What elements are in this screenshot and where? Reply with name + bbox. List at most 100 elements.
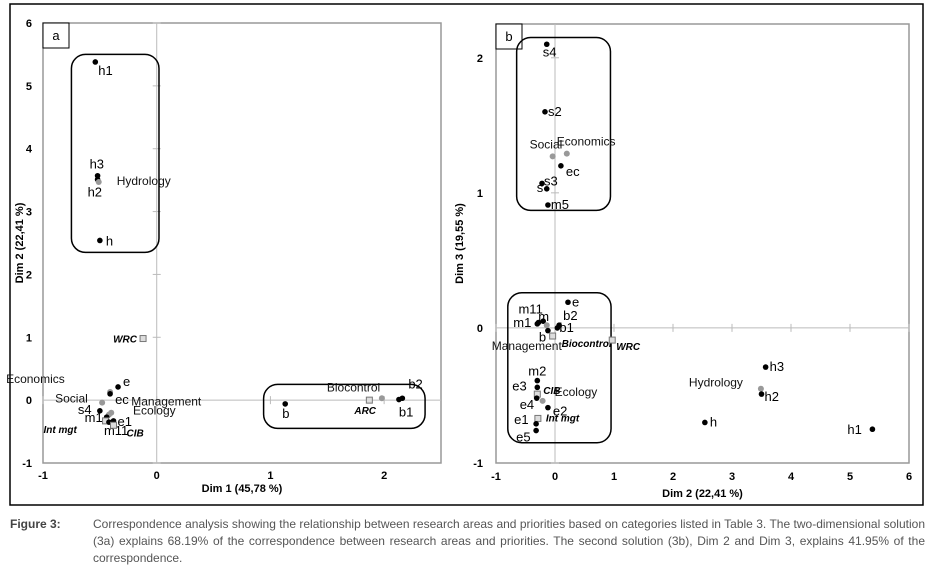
figure-frame — [9, 3, 924, 506]
data-label-m11: m11 — [518, 302, 542, 317]
data-point-h — [97, 237, 103, 244]
data-point-h1 — [869, 426, 876, 433]
data-label-social: Social — [55, 392, 88, 406]
y-tick-label: 3 — [26, 207, 32, 219]
data-label-social: Social — [530, 137, 563, 151]
y-tick-label: 2 — [477, 53, 483, 65]
data-point-b1 — [396, 396, 402, 403]
panel-label-box — [42, 22, 70, 49]
plot-area — [495, 23, 910, 464]
x-tick-label: -1 — [38, 470, 48, 482]
data-label-biocontrol: Biocontrol — [327, 380, 380, 394]
caption-label: Figure 3: — [10, 517, 61, 531]
cluster-box — [507, 292, 612, 444]
data-label-b2: b2 — [408, 376, 422, 391]
data-label-m: m — [538, 309, 549, 324]
data-point-economics — [563, 150, 570, 157]
data-point-h3 — [762, 364, 769, 370]
data-point-e5 — [533, 427, 539, 434]
x-axis-label: Dim 1 (45,78 %) — [202, 483, 283, 495]
data-label-b1: b1 — [399, 405, 413, 420]
data-label-cib: CIB — [127, 428, 144, 439]
data-label-ec: ec — [115, 392, 129, 407]
data-label-economics: Economics — [557, 135, 616, 149]
data-point-b — [282, 401, 289, 407]
data-label-h1: h1 — [847, 422, 861, 437]
x-tick-label: 0 — [154, 470, 160, 482]
data-label-ec: ec — [566, 164, 580, 179]
data-point-h2 — [758, 391, 765, 397]
y-axis-label: Dim 3 (19,55 %) — [454, 203, 466, 284]
data-point-s — [543, 185, 550, 192]
data-label-cib: CIB — [543, 386, 560, 397]
data-point-b1 — [554, 325, 561, 331]
y-tick-label: 6 — [26, 18, 32, 30]
data-point-e — [115, 384, 121, 390]
data-label-arc: ARC — [353, 406, 376, 417]
panel-label: a — [52, 28, 60, 43]
data-label-h1: h1 — [98, 63, 112, 78]
data-label-s4: s4 — [543, 44, 557, 59]
caption-text: Correspondence analysis showing the rela… — [93, 517, 925, 565]
data-point-e — [565, 299, 571, 306]
data-point-h1 — [92, 59, 99, 65]
y-tick-label: 1 — [26, 332, 32, 344]
data-point-e4 — [533, 395, 540, 401]
data-point-int-mgt — [534, 414, 542, 422]
data-point-e1 — [533, 421, 539, 427]
data-label-s2: s2 — [548, 104, 562, 119]
data-point-ecology — [539, 397, 546, 404]
data-label-e: e — [123, 374, 130, 389]
data-label-ecology: Ecology — [133, 404, 176, 418]
data-label-hydrology: Hydrology — [689, 376, 743, 390]
y-tick-label: 1 — [477, 188, 483, 200]
data-point-ec — [558, 163, 564, 169]
x-tick-label: 2 — [381, 470, 387, 482]
data-label-h2: h2 — [88, 185, 102, 200]
data-point-biocontrol — [549, 332, 557, 340]
data-label-h2: h2 — [765, 389, 779, 404]
data-point-arc — [365, 396, 373, 404]
y-tick-label: 5 — [26, 81, 32, 93]
data-label-s4: s4 — [78, 402, 92, 417]
data-label-wrc: WRC — [616, 342, 641, 353]
x-tick-label: 1 — [267, 470, 273, 482]
data-label-e2: e2 — [553, 404, 567, 419]
data-label-ecology: Ecology — [555, 385, 598, 399]
data-label-b: b — [539, 330, 546, 345]
data-label-b2: b2 — [563, 308, 577, 323]
data-point-biocontrol — [378, 395, 385, 402]
data-point-b — [545, 327, 551, 334]
data-label-economics: Economics — [6, 372, 65, 386]
data-label-h: h — [106, 233, 113, 248]
data-label-int-mgt: Int mgt — [546, 413, 580, 424]
data-label-e1: e1 — [514, 412, 528, 427]
data-point-hydrology — [95, 179, 102, 186]
data-label-m1: m1 — [513, 315, 531, 330]
data-label-e4: e4 — [520, 397, 534, 412]
data-label-s: s — [537, 180, 544, 195]
x-tick-label: 4 — [788, 471, 795, 483]
cluster-box — [515, 36, 612, 212]
data-point-e2 — [545, 404, 551, 411]
data-label-wrc: WRC — [113, 335, 138, 346]
data-point-social — [99, 399, 106, 406]
data-point-hydrology — [757, 385, 764, 392]
data-label-h: h — [710, 414, 717, 429]
data-label-h3: h3 — [90, 157, 104, 172]
data-label-h3: h3 — [770, 359, 784, 374]
data-point-s2 — [542, 109, 548, 115]
data-point-ec — [107, 391, 113, 397]
data-label-int-mgt: Int mgt — [44, 425, 78, 436]
data-label-m5: m5 — [551, 197, 569, 212]
x-tick-label: 5 — [847, 471, 853, 483]
data-label-m2: m2 — [528, 364, 546, 379]
data-point-s4 — [543, 41, 550, 48]
data-point-management — [543, 322, 550, 329]
y-tick-label: 4 — [26, 144, 33, 156]
x-tick-label: 0 — [552, 471, 558, 483]
data-point-m2 — [534, 377, 541, 384]
y-tick-label: 2 — [26, 269, 32, 281]
data-point-m5 — [545, 202, 551, 208]
